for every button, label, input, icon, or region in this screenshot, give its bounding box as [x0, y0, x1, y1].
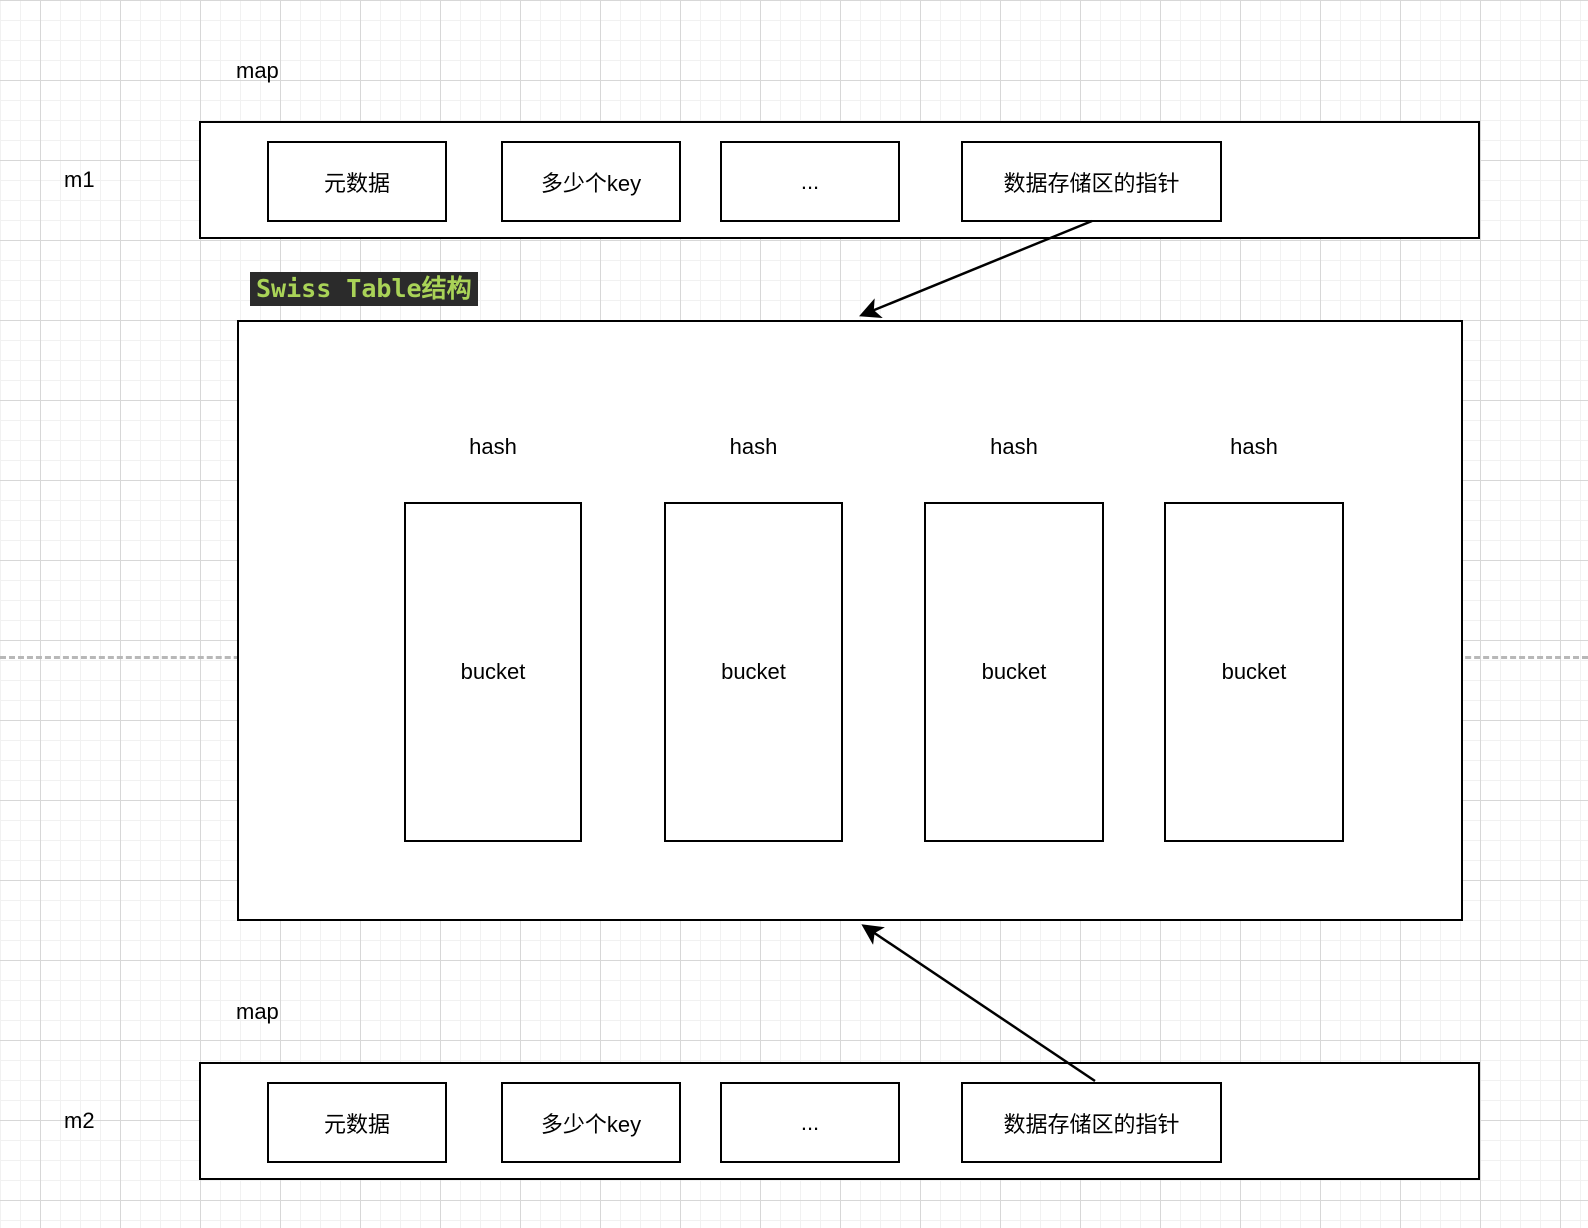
hash-label-1: hash	[469, 434, 517, 459]
m2-variable-label: m2	[64, 1108, 95, 1133]
hash-label-2: hash	[729, 434, 778, 459]
bucket-box-1: bucket	[404, 502, 582, 842]
m1-cell-ellipsis: ...	[720, 141, 900, 222]
m2-cell-metadata: 元数据	[267, 1082, 447, 1163]
hash-label-4: hash	[1230, 434, 1278, 459]
hash-label-3: hash	[990, 434, 1038, 459]
m2-cell-ellipsis: ...	[720, 1082, 900, 1163]
bucket-box-2: bucket	[664, 502, 843, 842]
m2-map-struct-box: 元数据 多少个key ... 数据存储区的指针	[199, 1062, 1480, 1180]
swiss-table-box: hash hash hash hash bucket bucket bucket…	[237, 320, 1463, 921]
m1-cell-data-pointer: 数据存储区的指针	[961, 141, 1222, 222]
m2-cell-data-pointer: 数据存储区的指针	[961, 1082, 1222, 1163]
m1-cell-metadata: 元数据	[267, 141, 447, 222]
m2-pointer-arrow	[861, 924, 1096, 1083]
map-title-m2: map	[236, 999, 279, 1024]
m1-map-struct-box: 元数据 多少个key ... 数据存储区的指针	[199, 121, 1480, 239]
m1-cell-key-count: 多少个key	[501, 141, 681, 222]
swiss-table-title: Swiss Table结构	[250, 272, 478, 306]
map-title-m1: map	[236, 58, 279, 83]
m1-variable-label: m1	[64, 167, 95, 192]
bucket-box-3: bucket	[924, 502, 1104, 842]
m2-cell-key-count: 多少个key	[501, 1082, 681, 1163]
bucket-box-4: bucket	[1164, 502, 1344, 842]
